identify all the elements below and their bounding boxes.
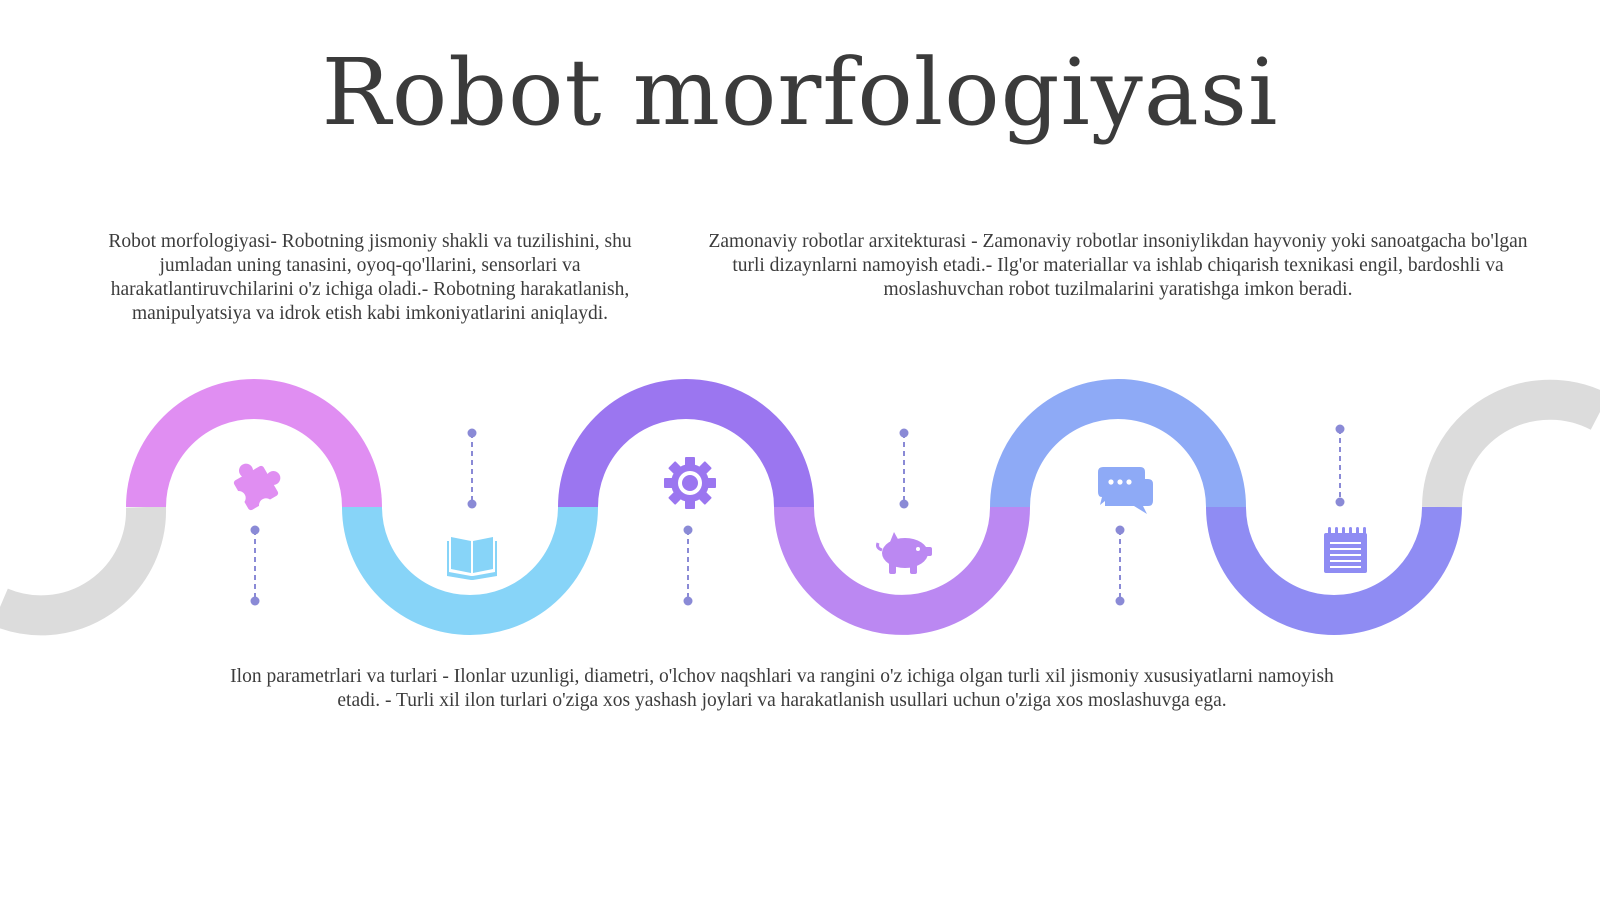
wave-segment-lavender: [774, 506, 1030, 635]
gear-icon: [664, 457, 716, 509]
chat-bubbles-icon: [1098, 467, 1153, 514]
wave-segment-blue: [990, 379, 1246, 508]
wave-segment-indigo: [1206, 506, 1462, 635]
wave-segment-gray-left: [0, 506, 167, 636]
connector-notepad: [1335, 424, 1345, 507]
connector-chat: [1115, 525, 1125, 606]
book-icon: [447, 537, 497, 580]
connector-gear: [683, 525, 693, 606]
connector-puzzle: [250, 525, 260, 606]
text-block-modern-architecture: Zamonaviy robotlar arxitekturasi - Zamon…: [708, 231, 1528, 300]
connector-book: [467, 428, 477, 509]
wave-segment-gray-right: [1422, 379, 1600, 508]
text-block-snake-parameters: Ilon parametrlari va turlari - Ilonlar u…: [230, 666, 1334, 711]
page-title: Robot morfologiyasi: [321, 39, 1279, 146]
notepad-icon: [1324, 527, 1367, 573]
piggy-bank-icon: [876, 532, 932, 574]
wave-segment-cyan: [342, 506, 598, 635]
text-block-robot-morphology: Robot morfologiyasi- Robotning jismoniy …: [108, 231, 632, 324]
wave-segment-violet: [558, 379, 814, 508]
puzzle-icon: [231, 463, 281, 513]
connector-piggy-bank: [899, 428, 909, 509]
wave-segment-pink: [126, 379, 382, 508]
